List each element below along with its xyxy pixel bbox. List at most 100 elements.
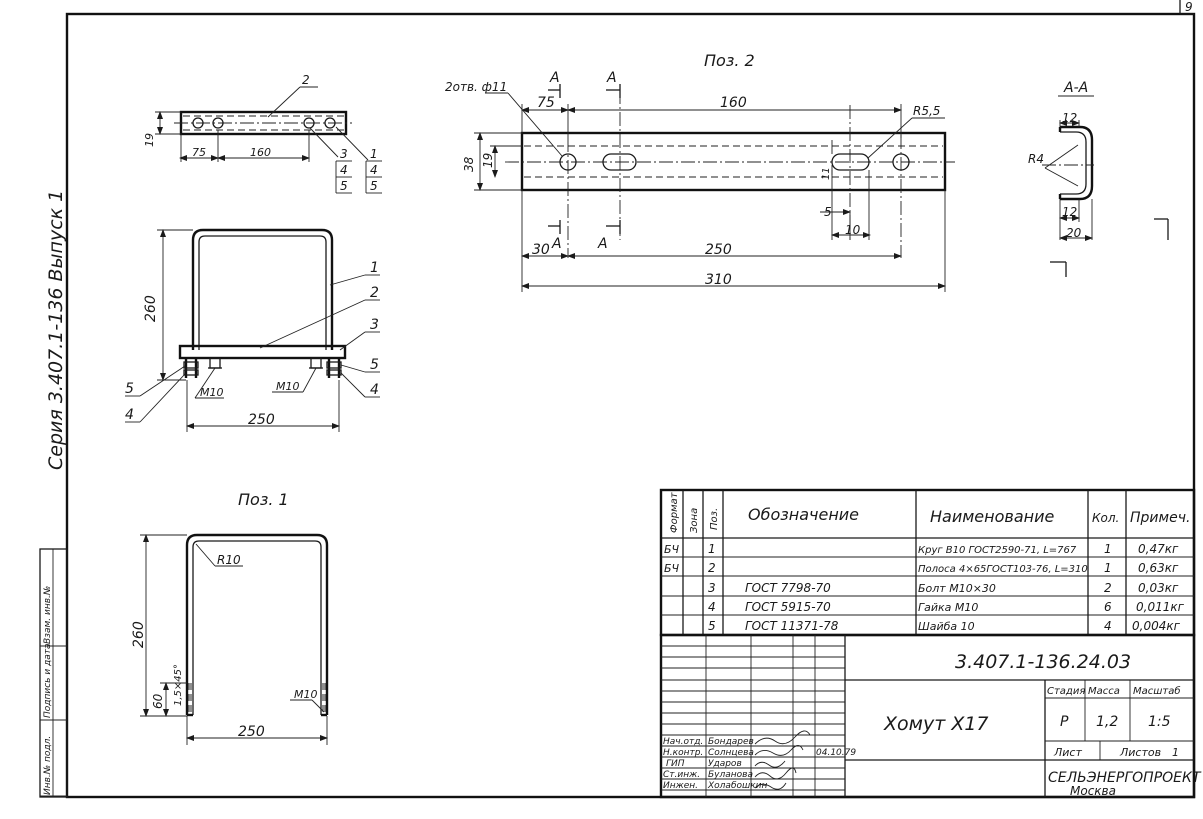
- spec-cell-name: Гайка М10: [918, 601, 978, 614]
- spec-cell-name: Шайба 10: [918, 620, 975, 633]
- top-callout-2: 2: [302, 73, 310, 87]
- spec-cell-qty: 2: [1104, 581, 1112, 595]
- stamp-sign-label: Подпись и дата: [43, 643, 53, 718]
- signer-role: Ст.инж.: [663, 770, 700, 780]
- signer-role: ГИП: [666, 759, 685, 769]
- poz2-dim-75: 75: [537, 95, 555, 111]
- poz1-dim-260: 260: [131, 621, 147, 648]
- signer-name: Ударов: [708, 759, 742, 769]
- spec-table-grid: [659, 488, 1196, 637]
- spec-cell-qty: 4: [1104, 619, 1112, 633]
- assembly-callout-3: 3: [370, 317, 379, 333]
- spec-row-5: 5 ГОСТ 11371-78 Шайба 10 4 0,004кг: [708, 619, 1181, 633]
- sheets-label: Листов: [1119, 746, 1161, 759]
- org-name: СЕЛЬЭНЕРГОПРОЕКТ: [1048, 770, 1202, 786]
- spec-cell-pos: 3: [708, 581, 716, 595]
- stage-label: Стадия: [1047, 686, 1085, 697]
- poz2-holes-label: 2отв. ф11: [445, 80, 507, 94]
- poz1-view: [140, 533, 329, 745]
- sheets-value: 1: [1172, 746, 1179, 759]
- spec-row-4: 4 ГОСТ 5915-70 Гайка М10 6 0,011кг: [708, 600, 1185, 614]
- doc-code: 3.407.1-136.24.03: [955, 651, 1131, 673]
- poz2-dim-250: 250: [705, 242, 732, 258]
- signer-name: Бондарев: [708, 737, 754, 747]
- poz2-dim-30: 30: [532, 242, 550, 258]
- assembly-dim-250: 250: [248, 412, 275, 428]
- poz2-title: Поз. 2: [704, 51, 755, 70]
- spec-cell-note: 0,63кг: [1138, 561, 1179, 575]
- signature-marks: [754, 730, 811, 790]
- spec-header-name: Наименование: [930, 507, 1054, 526]
- stamp-replace-label: Взам. инв.№: [43, 586, 53, 644]
- spec-cell-name: Полоса 4×65ГОСТ103-76, L=310: [918, 564, 1088, 575]
- top-callout-5b: 5: [370, 179, 378, 193]
- sheet-frame: [65, 0, 1196, 799]
- poz2-section-mark-a2: А: [606, 70, 617, 86]
- poz2-dim-10: 10: [845, 223, 861, 237]
- title-block-grid: [659, 633, 1196, 799]
- poz2-dim-310: 310: [705, 272, 732, 288]
- sign-date: 04.10.79: [816, 748, 856, 758]
- scale-value: 1:5: [1148, 714, 1171, 730]
- mass-value: 1,2: [1096, 714, 1118, 730]
- top-dim-160: 160: [250, 146, 271, 159]
- spec-header-zone: Зона: [689, 508, 700, 533]
- signer-name: Буланова: [708, 770, 753, 780]
- spec-cell-designation: ГОСТ 11371-78: [745, 619, 839, 633]
- spec-cell-qty: 1: [1104, 542, 1112, 556]
- top-dim-19: 19: [143, 133, 156, 147]
- section-dim-12b: 12: [1062, 205, 1077, 219]
- poz1-chamfer: 1,5×45°: [173, 664, 184, 706]
- mass-label: Масса: [1088, 686, 1120, 697]
- stage-value: Р: [1060, 714, 1069, 730]
- left-stamp: [39, 548, 68, 798]
- spec-cell-pos: 1: [708, 542, 716, 556]
- section-title: А-А: [1063, 80, 1088, 96]
- top-callout-1: 1: [370, 147, 378, 161]
- spec-cell-qty: 1: [1104, 561, 1112, 575]
- top-callout-3: 3: [340, 147, 348, 161]
- poz1-dim-250: 250: [238, 724, 265, 740]
- spec-cell-designation: ГОСТ 7798-70: [745, 581, 831, 595]
- drawing-title: Хомут Х17: [883, 713, 989, 735]
- spec-header-qty: Кол.: [1092, 511, 1119, 525]
- poz2-dim-5: 5: [824, 205, 832, 219]
- signer-role: Нач.отд.: [663, 737, 703, 747]
- signer-role: Инжен.: [663, 781, 698, 791]
- poz2-section-mark-a3: А: [551, 236, 562, 252]
- poz2-dim-160: 160: [720, 95, 747, 111]
- spec-cell-format: БЧ: [664, 562, 680, 575]
- spec-cell-designation: ГОСТ 5915-70: [745, 600, 831, 614]
- signer-name: Холабошкин: [707, 781, 768, 791]
- page-number: 9: [1185, 0, 1193, 14]
- assembly-callout-2: 2: [370, 285, 379, 301]
- spec-cell-note: 0,011кг: [1136, 600, 1185, 614]
- section-r4: R4: [1028, 152, 1044, 166]
- spec-header-note: Примеч.: [1130, 510, 1190, 526]
- scale-label: Масштаб: [1133, 685, 1181, 697]
- assembly-dim-260: 260: [143, 295, 159, 322]
- section-aa-view: [1042, 95, 1169, 277]
- poz1-m10: М10: [294, 688, 318, 701]
- signer-name: Солнцева: [708, 748, 754, 758]
- spec-cell-qty: 6: [1104, 600, 1112, 614]
- stamp-inv-label: Инв.№ подл.: [43, 736, 53, 795]
- poz2-view: [474, 84, 955, 292]
- top-callout-5a: 5: [340, 179, 348, 193]
- assembly-callout-5r: 5: [370, 357, 379, 373]
- spec-header-designation: Обозначение: [748, 505, 859, 524]
- spec-row-1: БЧ 1 Круг В10 ГОСТ2590-71, L=767 1 0,47к…: [664, 542, 1179, 556]
- top-dim-75: 75: [192, 146, 206, 159]
- poz2-section-mark-a4: А: [597, 236, 608, 252]
- signer-role: Н.контр.: [663, 748, 703, 758]
- poz1-title: Поз. 1: [238, 490, 289, 509]
- signers-list: Нач.отд. Бондарев Н.контр. Солнцева ГИП …: [663, 737, 856, 791]
- section-dim-20: 20: [1066, 226, 1082, 240]
- assembly-view: [125, 228, 380, 432]
- spec-cell-name: Круг В10 ГОСТ2590-71, L=767: [918, 545, 1077, 556]
- top-callout-4a: 4: [340, 163, 348, 177]
- section-dim-12a: 12: [1062, 111, 1077, 125]
- spec-row-2: БЧ 2 Полоса 4×65ГОСТ103-76, L=310 1 0,63…: [664, 561, 1179, 575]
